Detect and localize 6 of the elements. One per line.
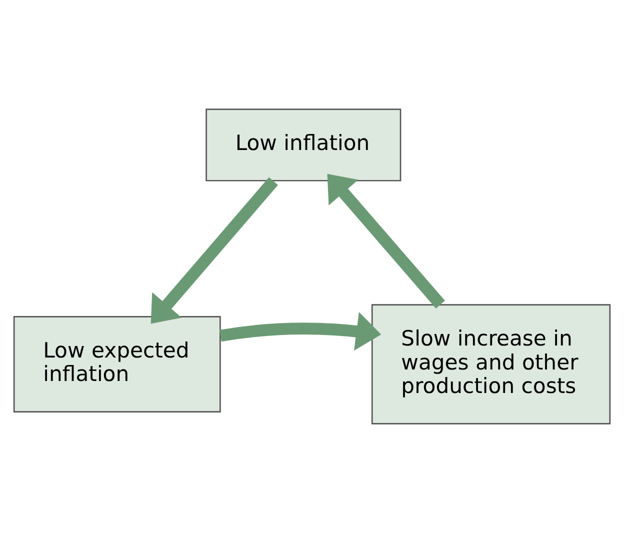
node-box: Low inflation xyxy=(206,108,402,182)
node-box: Slow increase in wages and other production costs xyxy=(371,304,611,424)
arrow xyxy=(220,312,382,351)
arrow xyxy=(150,177,278,324)
node-box: Low expected inflation xyxy=(13,316,221,412)
arrow xyxy=(327,174,445,308)
